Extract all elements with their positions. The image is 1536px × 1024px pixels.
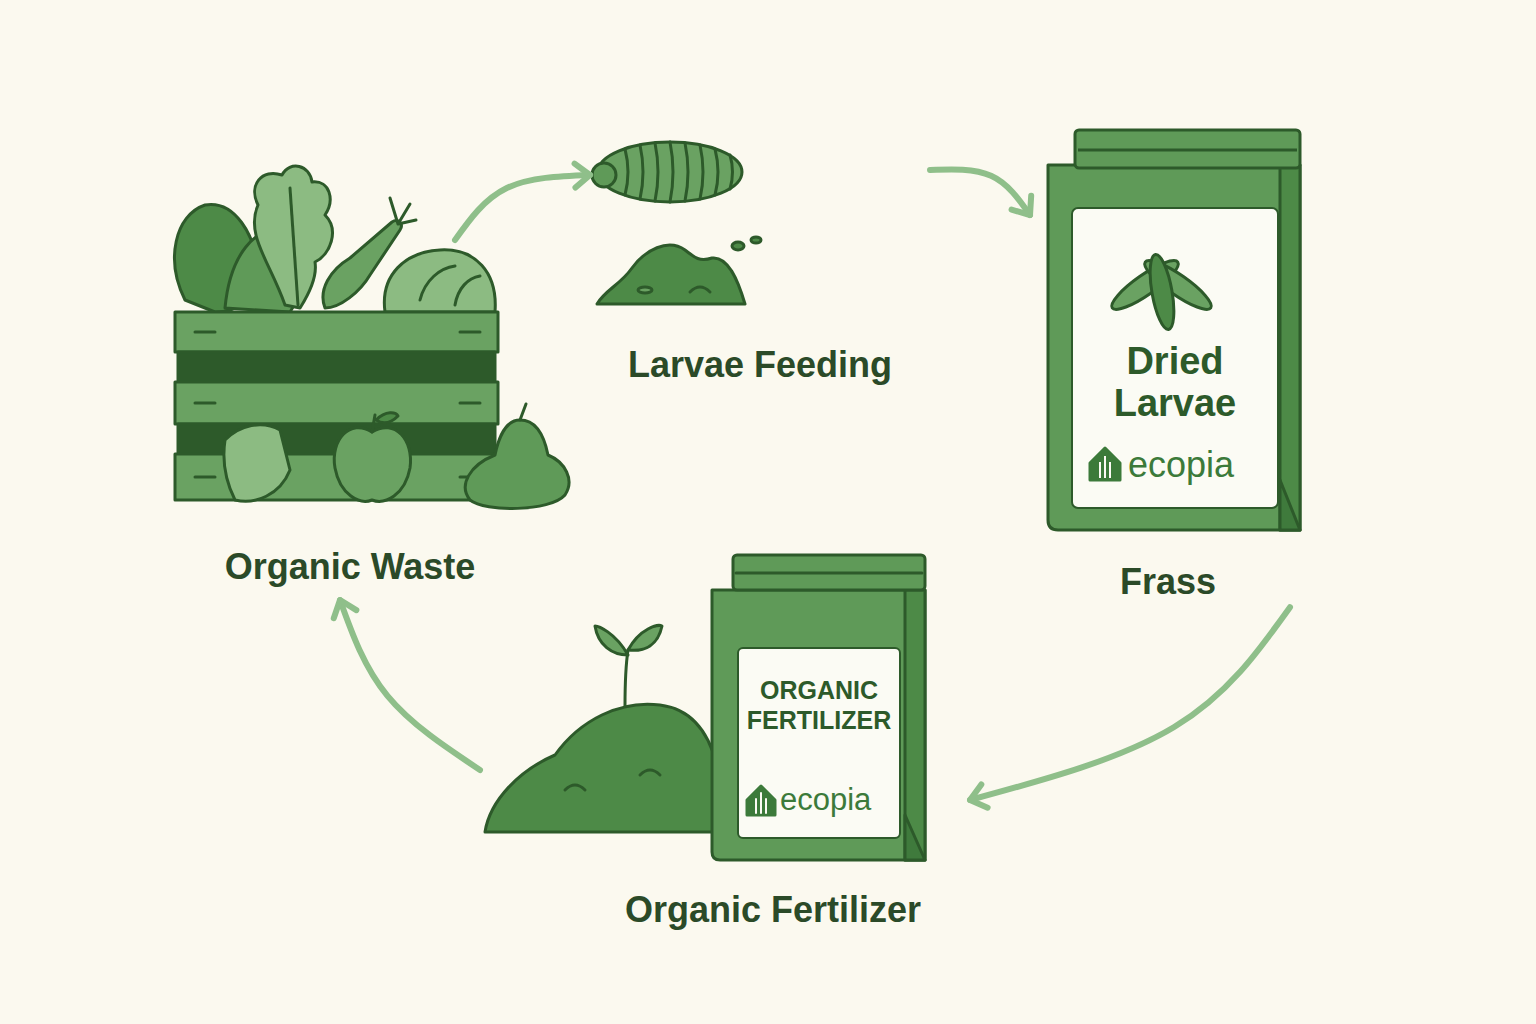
bag-body	[712, 590, 925, 860]
pear	[465, 420, 569, 508]
soil-pile	[485, 704, 722, 832]
pile-mark	[690, 287, 710, 292]
bag-fold	[905, 815, 925, 860]
sprout-leaf	[628, 626, 662, 651]
cycle-arrow	[340, 600, 480, 770]
seal-line	[736, 572, 922, 575]
bag-label: ORGANIC FERTILIZER ecopia	[738, 648, 900, 838]
bag-seal	[1075, 130, 1300, 168]
stage-group: Organic Fertilizer ORGANIC FERTILIZER ecop…	[480, 600, 970, 950]
bag-body	[1048, 165, 1300, 530]
carrot-top	[390, 198, 416, 224]
crate-slat	[175, 382, 498, 424]
cabbage	[384, 250, 495, 312]
crumb	[732, 242, 744, 250]
pile-mark	[565, 770, 660, 790]
frass-bag	[1048, 130, 1300, 530]
stage-caption: Organic Fertilizer	[573, 888, 973, 931]
seal-line	[1078, 149, 1297, 152]
bag-seal	[733, 555, 925, 590]
stage-caption: Frass	[1030, 560, 1306, 603]
larva-body	[598, 142, 742, 202]
crate-slat	[175, 312, 498, 352]
bag-panel	[738, 648, 900, 838]
product-name: ORGANIC FERTILIZER	[742, 675, 896, 735]
brand-logo	[747, 786, 775, 815]
sprout-leaf	[595, 626, 628, 655]
fertilizer-figure	[485, 555, 925, 860]
crumb	[751, 237, 761, 243]
produce-crate	[175, 166, 569, 508]
brand-name: ecopia	[780, 781, 895, 818]
brand-logo	[1090, 448, 1120, 480]
leaf-vein	[290, 188, 298, 305]
cycle-arrow	[930, 169, 1030, 215]
cycle-arrow	[970, 607, 1290, 800]
waste-pile	[597, 245, 745, 304]
peel	[224, 425, 290, 501]
product-name: Dried Larvae	[1085, 341, 1265, 425]
apple	[334, 428, 410, 502]
logo-line	[756, 793, 766, 813]
stage-caption: Larvae Feeding	[590, 343, 930, 386]
pear-stem	[520, 404, 526, 420]
oak-leaf	[254, 166, 332, 308]
apple-stem	[372, 413, 398, 432]
larva-icon	[1146, 253, 1179, 331]
crumb	[638, 287, 652, 293]
stage-group: Frass Dried Larvae ecopia	[1030, 125, 1306, 607]
bag-fold	[1280, 480, 1300, 530]
larva-figure	[592, 142, 761, 304]
stage-group: Organic Waste	[170, 240, 530, 600]
bag-panel	[1072, 208, 1278, 508]
stage-caption: Organic Waste	[170, 545, 530, 588]
larva-segments	[625, 142, 733, 202]
bag-gusset	[1280, 165, 1300, 530]
stage-group: Larvae Feeding	[590, 130, 930, 400]
bag-gusset	[905, 590, 925, 860]
cabbage-line	[420, 266, 480, 305]
sprout-stem	[625, 650, 628, 706]
logo-line	[1100, 456, 1110, 478]
cycle-arrow	[455, 175, 590, 240]
brand-name: ecopia	[1128, 443, 1273, 486]
crate-gap	[178, 352, 495, 382]
larva-head	[592, 163, 616, 187]
bag-label: Dried Larvae ecopia	[1072, 208, 1278, 508]
